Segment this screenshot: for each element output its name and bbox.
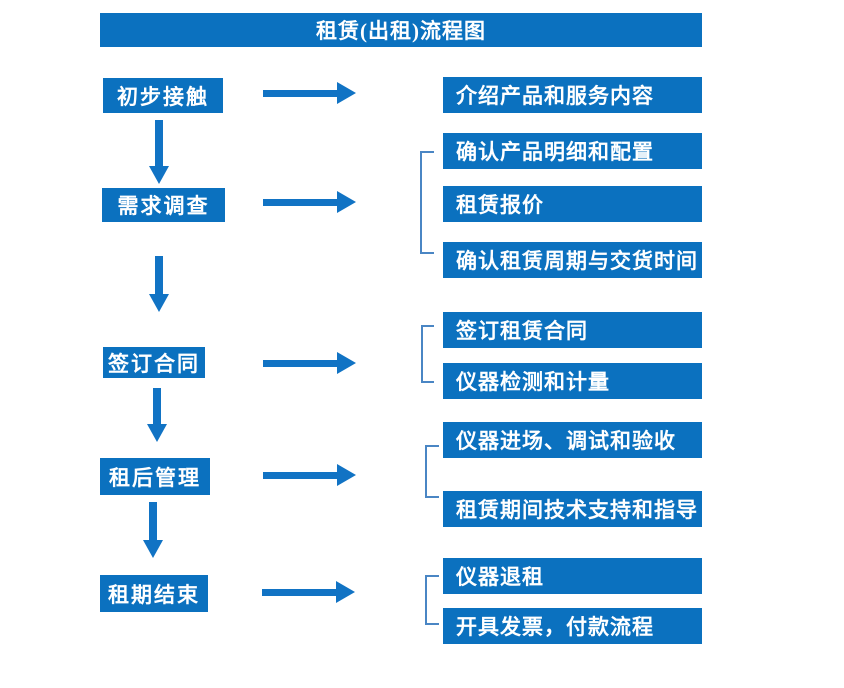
- flowchart-title: 租赁(出租)流程图: [100, 13, 702, 47]
- output-label: 仪器进场、调试和验收: [456, 429, 676, 453]
- stage-box-demand-survey: 需求调查: [102, 188, 225, 222]
- down-arrow-icon: [143, 502, 163, 558]
- group-bracket: [421, 325, 434, 383]
- output-label: 仪器检测和计量: [456, 370, 610, 394]
- output-box-invoice-payment: 开具发票，付款流程: [443, 608, 702, 644]
- right-arrow-icon: [263, 82, 356, 104]
- output-box-instrument-return: 仪器退租: [443, 558, 702, 594]
- down-arrow-icon: [147, 388, 167, 442]
- output-box-instrument-testing: 仪器检测和计量: [443, 363, 702, 399]
- output-box-confirm-details-config: 确认产品明细和配置: [443, 133, 702, 169]
- stage-box-post-rental-management: 租后管理: [100, 458, 210, 495]
- stage-label: 签订合同: [108, 351, 200, 376]
- output-label: 租赁期间技术支持和指导: [456, 498, 698, 522]
- flowchart-title-label: 租赁(出租)流程图: [316, 19, 486, 43]
- stage-box-initial-contact: 初步接触: [103, 78, 223, 113]
- stage-label: 租后管理: [109, 465, 201, 490]
- group-bracket: [425, 575, 439, 625]
- stage-label: 初步接触: [117, 84, 209, 109]
- group-bracket: [425, 445, 439, 498]
- group-bracket: [420, 151, 434, 254]
- output-label: 租赁报价: [456, 193, 544, 217]
- right-arrow-icon: [262, 581, 355, 603]
- right-arrow-icon: [263, 464, 356, 486]
- stage-label: 需求调查: [117, 194, 210, 218]
- output-label: 介绍产品和服务内容: [456, 84, 654, 108]
- right-arrow-icon: [263, 352, 356, 374]
- stage-box-sign-contract: 签订合同: [103, 347, 205, 378]
- output-label: 确认产品明细和配置: [456, 140, 654, 164]
- output-label: 仪器退租: [456, 565, 544, 589]
- output-box-technical-support: 租赁期间技术支持和指导: [443, 491, 702, 527]
- output-label: 签订租赁合同: [456, 319, 588, 343]
- output-box-instrument-installation: 仪器进场、调试和验收: [443, 422, 702, 458]
- output-box-rental-quotation: 租赁报价: [443, 186, 702, 222]
- output-box-introduce-products: 介绍产品和服务内容: [443, 77, 702, 113]
- stage-box-rental-end: 租期结束: [100, 575, 208, 612]
- output-box-confirm-period-delivery: 确认租赁周期与交货时间: [443, 242, 702, 278]
- right-arrow-icon: [263, 191, 356, 213]
- output-box-sign-rental-contract: 签订租赁合同: [443, 312, 702, 348]
- down-arrow-icon: [149, 120, 169, 184]
- down-arrow-icon: [149, 256, 169, 312]
- output-label: 开具发票，付款流程: [456, 615, 654, 639]
- stage-label: 租期结束: [108, 582, 200, 607]
- output-label: 确认租赁周期与交货时间: [456, 249, 698, 273]
